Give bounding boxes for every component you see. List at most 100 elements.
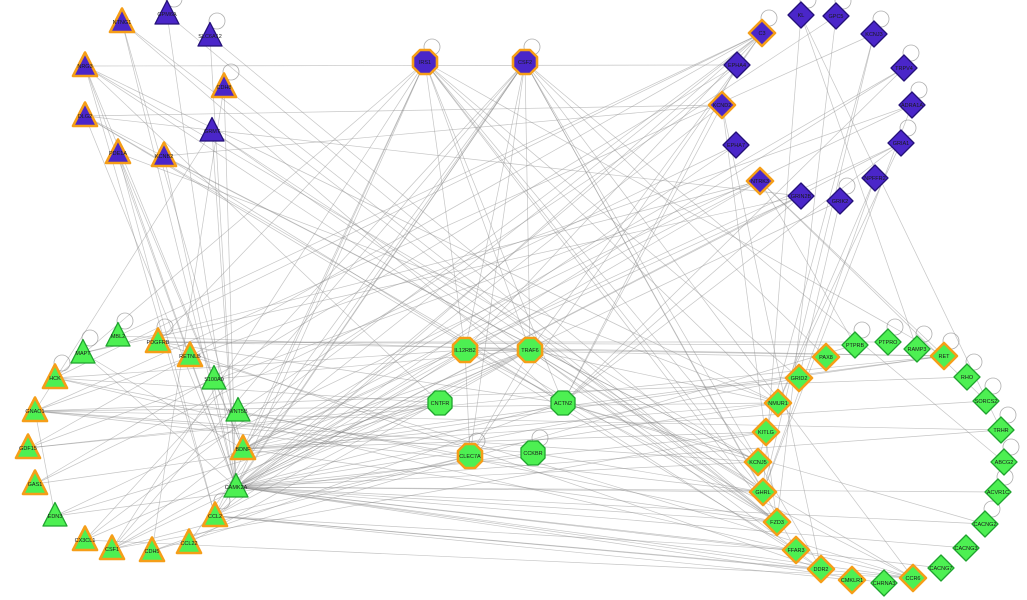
triangle-node-shape[interactable] (98, 534, 126, 561)
node-GRID2[interactable]: GRID2 (784, 363, 814, 393)
node-EDN3[interactable]: EDN3 (42, 501, 68, 527)
node-CACNG3[interactable]: CACNG3 (952, 534, 980, 562)
triangle-node-shape[interactable] (176, 341, 204, 368)
octagon-node-shape[interactable] (456, 442, 484, 470)
triangle-node-shape[interactable] (105, 321, 131, 347)
diamond-node-shape[interactable] (860, 20, 888, 48)
diamond-node-shape[interactable] (987, 416, 1015, 444)
node-CDH8[interactable]: CDH8 (210, 72, 238, 99)
node-CACNG7[interactable]: CACNG7 (927, 554, 955, 582)
diamond-node-shape[interactable] (826, 187, 854, 215)
diamond-node-shape[interactable] (787, 1, 815, 29)
triangle-node-shape[interactable] (150, 141, 178, 168)
node-ADRA1A[interactable]: ADRA1A (898, 91, 926, 119)
triangle-node-shape[interactable] (225, 396, 251, 422)
triangle-node-shape[interactable] (175, 528, 203, 555)
node-NTNG1[interactable]: NTNG1 (108, 7, 136, 34)
node-HCK[interactable]: HCK (41, 363, 69, 390)
diamond-node-shape[interactable] (898, 563, 928, 593)
node-KCNJ3[interactable]: KCNJ3 (860, 20, 888, 48)
diamond-node-shape[interactable] (837, 565, 867, 595)
octagon-node-shape[interactable] (511, 48, 539, 76)
node-CCKBR[interactable]: CCKBR (520, 440, 546, 466)
node-CX3CL1[interactable]: CX3CL1 (71, 525, 99, 552)
triangle-node-shape[interactable] (138, 536, 166, 563)
diamond-node-shape[interactable] (806, 554, 836, 584)
diamond-node-shape[interactable] (929, 341, 959, 371)
octagon-node-shape[interactable] (427, 390, 453, 416)
triangle-node-shape[interactable] (42, 501, 68, 527)
node-SLC6A12[interactable]: SLC6A12 (197, 21, 223, 47)
diamond-node-shape[interactable] (722, 131, 750, 159)
node-CSF2[interactable]: CSF2 (511, 48, 539, 76)
triangle-node-shape[interactable] (108, 7, 136, 34)
diamond-node-shape[interactable] (751, 417, 781, 447)
node-NRG3[interactable]: NRG3 (71, 51, 99, 78)
diamond-node-shape[interactable] (723, 51, 751, 79)
diamond-node-shape[interactable] (903, 335, 931, 363)
node-CLEC7A[interactable]: CLEC7A (456, 442, 484, 470)
diamond-node-shape[interactable] (748, 477, 778, 507)
node-GNAO1[interactable]: GNAO1 (21, 396, 49, 423)
triangle-node-shape[interactable] (223, 472, 249, 498)
octagon-node-shape[interactable] (520, 440, 546, 466)
diamond-node-shape[interactable] (953, 363, 981, 391)
node-PTPRO[interactable]: PTPRO (874, 328, 902, 356)
octagon-node-shape[interactable] (451, 336, 479, 364)
node-ABCG2[interactable]: ABCG2 (990, 448, 1018, 476)
diamond-node-shape[interactable] (984, 478, 1012, 506)
triangle-node-shape[interactable] (21, 396, 49, 423)
diamond-node-shape[interactable] (952, 534, 980, 562)
triangle-node-shape[interactable] (229, 434, 257, 461)
node-GRIN2B[interactable]: GRIN2B (787, 182, 815, 210)
diamond-node-shape[interactable] (887, 129, 915, 157)
node-DLG2[interactable]: DLG2 (71, 101, 99, 128)
triangle-node-shape[interactable] (71, 525, 99, 552)
triangle-node-shape[interactable] (154, 0, 180, 25)
triangle-node-shape[interactable] (71, 51, 99, 78)
node-CCL22[interactable]: CCL22 (175, 528, 203, 555)
node-GDF15[interactable]: GDF15 (14, 433, 42, 460)
node-RHO[interactable]: RHO (953, 363, 981, 391)
node-KCNB2[interactable]: KCNB2 (150, 141, 178, 168)
triangle-node-shape[interactable] (104, 138, 132, 165)
triangle-node-shape[interactable] (197, 21, 223, 47)
octagon-node-shape[interactable] (550, 390, 576, 416)
diamond-node-shape[interactable] (890, 54, 918, 82)
diamond-node-shape[interactable] (784, 363, 814, 393)
node-CHRNA3[interactable]: CHRNA3 (870, 569, 898, 597)
node-TRAF6[interactable]: TRAF6 (516, 336, 544, 364)
diamond-node-shape[interactable] (763, 388, 793, 418)
node-MBL2[interactable]: MBL2 (105, 321, 131, 347)
octagon-node-shape[interactable] (411, 48, 439, 76)
node-C3[interactable]: C3 (747, 18, 777, 48)
node-GPM6A[interactable]: GPM6A (154, 0, 180, 25)
diamond-node-shape[interactable] (762, 507, 792, 537)
node-GAS1[interactable]: GAS1 (21, 469, 49, 496)
triangle-node-shape[interactable] (201, 364, 227, 390)
node-ACVR1C[interactable]: ACVR1C (984, 478, 1012, 506)
node-KCND2[interactable]: KCND2 (707, 90, 737, 120)
diamond-node-shape[interactable] (781, 535, 811, 565)
node-IRS1[interactable]: IRS1 (411, 48, 439, 76)
triangle-node-shape[interactable] (41, 363, 69, 390)
diamond-node-shape[interactable] (822, 2, 850, 30)
triangle-node-shape[interactable] (199, 116, 225, 142)
diamond-node-shape[interactable] (990, 448, 1018, 476)
node-CACNG2[interactable]: CACNG2 (971, 510, 999, 538)
node-CNTFR[interactable]: CNTFR (427, 390, 453, 416)
diamond-node-shape[interactable] (870, 569, 898, 597)
node-EPHA7[interactable]: EPHA7 (722, 131, 750, 159)
octagon-node-shape[interactable] (516, 336, 544, 364)
triangle-node-shape[interactable] (70, 338, 96, 364)
node-KCNJ5[interactable]: KCNJ5 (743, 447, 773, 477)
diamond-node-shape[interactable] (811, 342, 841, 372)
diamond-node-shape[interactable] (787, 182, 815, 210)
node-CCR6[interactable]: CCR6 (898, 563, 928, 593)
diamond-node-shape[interactable] (874, 328, 902, 356)
diamond-node-shape[interactable] (972, 387, 1000, 415)
diamond-node-shape[interactable] (861, 164, 889, 192)
diamond-node-shape[interactable] (898, 91, 926, 119)
diamond-node-shape[interactable] (971, 510, 999, 538)
